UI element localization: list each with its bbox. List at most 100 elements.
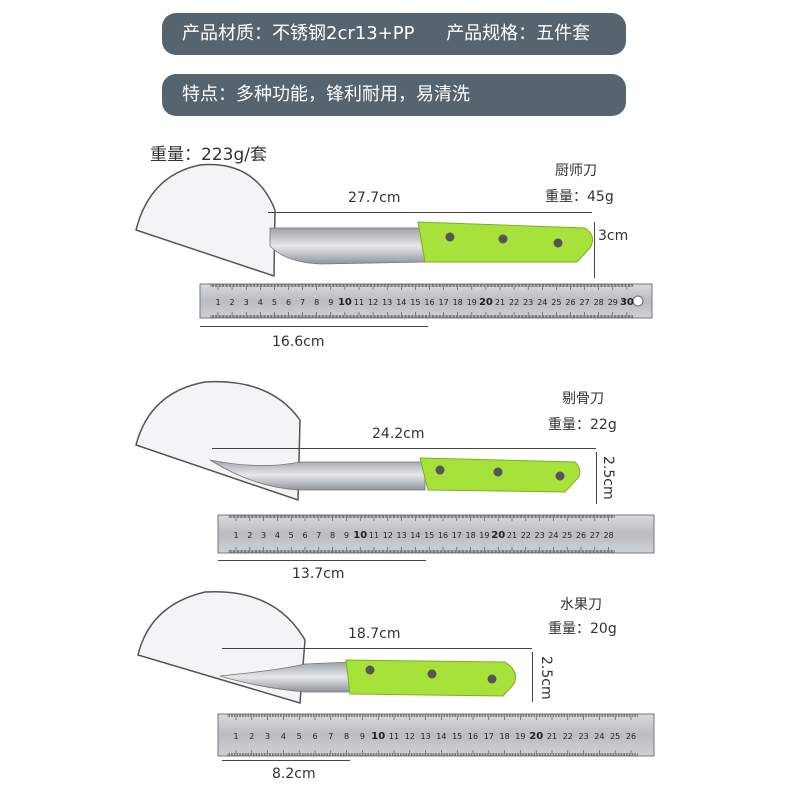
spec-banner: 产品材质：不锈钢2cr13+PP 产品规格：五件套 xyxy=(162,13,626,55)
ruler-1-number: 17 xyxy=(439,298,449,307)
ruler-2-number: 5 xyxy=(289,531,294,540)
ruler-1-number: 6 xyxy=(286,298,291,307)
ruler-2-number: 19 xyxy=(479,531,489,540)
knife-3 xyxy=(219,659,517,697)
ruler-3-number: 5 xyxy=(297,732,302,741)
ruler-1-number: 13 xyxy=(382,298,392,307)
knife-3-blade: 8.2cm xyxy=(272,766,316,782)
ruler-2-number: 15 xyxy=(424,531,434,540)
ruler-2-number: 8 xyxy=(330,531,335,540)
ruler-1-number: 14 xyxy=(396,298,406,307)
ruler-1-number: 11 xyxy=(354,298,364,307)
ruler-1-number: 24 xyxy=(537,298,547,307)
ruler-3-number: 13 xyxy=(421,732,431,741)
knife-2-weight: 重量：22g xyxy=(548,417,617,433)
ruler-3-number: 26 xyxy=(626,732,636,741)
ruler-3-number: 18 xyxy=(500,732,510,741)
ruler-3-number: 17 xyxy=(484,732,494,741)
ruler-1-number: 3 xyxy=(244,298,249,307)
knife-1-height-line xyxy=(594,222,595,278)
knife-1-length: 27.7cm xyxy=(348,190,401,206)
ruler-3-number: 4 xyxy=(281,732,286,741)
ruler-2-number: 9 xyxy=(344,531,349,540)
ruler-3-number: 12 xyxy=(405,732,415,741)
ruler-3-number: 20 xyxy=(529,731,543,742)
ruler-3 xyxy=(217,713,655,757)
ruler-2-number: 2 xyxy=(247,531,252,540)
ruler-2-number: 12 xyxy=(383,531,393,540)
ruler-3-number: 2 xyxy=(249,732,254,741)
ruler-3-number: 11 xyxy=(389,732,399,741)
ruler-1-number: 28 xyxy=(594,298,604,307)
knife-2-length: 24.2cm xyxy=(372,426,425,442)
ruler-2-number: 20 xyxy=(491,530,505,541)
ruler-1-number: 2 xyxy=(230,298,235,307)
ruler-1-number: 21 xyxy=(495,298,505,307)
ruler-1-number: 12 xyxy=(368,298,378,307)
ruler-2-number: 24 xyxy=(548,531,558,540)
features-banner: 特点：多种功能，锋利耐用，易清洗 xyxy=(162,74,626,116)
ruler-2-number: 3 xyxy=(261,531,266,540)
ruler-1-number: 25 xyxy=(551,298,561,307)
knife-1-blade-line xyxy=(200,326,428,327)
knife-1 xyxy=(269,221,594,265)
ruler-1-number: 23 xyxy=(523,298,533,307)
ruler-3-number: 23 xyxy=(579,732,589,741)
ruler-1 xyxy=(199,283,653,319)
knife-1-height: 3cm xyxy=(598,228,629,244)
features-text: 特点：多种功能，锋利耐用，易清洗 xyxy=(182,84,470,105)
knife-3-length: 18.7cm xyxy=(348,626,401,642)
ruler-2-number: 16 xyxy=(438,531,448,540)
knife-1-blade: 16.6cm xyxy=(272,334,325,350)
ruler-1-number: 27 xyxy=(580,298,590,307)
ruler-2-number: 18 xyxy=(466,531,476,540)
ruler-3-number: 3 xyxy=(265,732,270,741)
ruler-2-number: 10 xyxy=(353,530,367,541)
ruler-1-number: 18 xyxy=(453,298,463,307)
knife-3-height-line xyxy=(532,652,533,702)
ruler-3-number: 7 xyxy=(328,732,333,741)
ruler-3-number: 10 xyxy=(371,731,385,742)
ruler-2-number: 1 xyxy=(233,531,238,540)
ruler-1-number: 15 xyxy=(410,298,420,307)
ruler-2-number: 28 xyxy=(604,531,614,540)
ruler-1-number: 4 xyxy=(258,298,263,307)
ruler-3-number: 16 xyxy=(468,732,478,741)
knife-3-length-line xyxy=(222,648,532,649)
ruler-3-number: 15 xyxy=(452,732,462,741)
knife-3-height: 2.5cm xyxy=(538,656,554,700)
ruler-1-number: 19 xyxy=(467,298,477,307)
ruler-3-number: 21 xyxy=(547,732,557,741)
ruler-1-number: 30 xyxy=(620,297,634,308)
ruler-1-number: 20 xyxy=(479,297,493,308)
ruler-3-number: 1 xyxy=(233,732,238,741)
ruler-2-number: 26 xyxy=(576,531,586,540)
ruler-1-number: 8 xyxy=(314,298,319,307)
protractor-1 xyxy=(135,163,276,278)
ruler-2-number: 13 xyxy=(397,531,407,540)
ruler-1-number: 10 xyxy=(338,297,352,308)
spec-text: 产品规格：五件套 xyxy=(446,23,591,44)
ruler-2-number: 6 xyxy=(302,531,307,540)
knife-2-height-line xyxy=(596,452,597,504)
knife-2-height: 2.5cm xyxy=(600,456,616,500)
knife-2-blade-line xyxy=(218,560,426,561)
total-weight: 重量：223g/套 xyxy=(150,145,267,165)
knife-1-length-line xyxy=(268,212,592,213)
knife-3-blade-line xyxy=(222,760,350,761)
knife-3-name: 水果刀 xyxy=(560,597,602,613)
ruler-1-number: 7 xyxy=(300,298,305,307)
knife-2-length-line xyxy=(212,448,596,449)
ruler-1-number: 22 xyxy=(509,298,519,307)
ruler-1-number: 9 xyxy=(328,298,333,307)
ruler-2-number: 17 xyxy=(452,531,462,540)
ruler-1-number: 16 xyxy=(424,298,434,307)
knife-1-name: 厨师刀 xyxy=(555,163,597,179)
ruler-1-number: 5 xyxy=(272,298,277,307)
material-text: 产品材质：不锈钢2cr13+PP xyxy=(182,23,415,44)
ruler-1-number: 1 xyxy=(215,298,220,307)
knife-2-blade: 13.7cm xyxy=(292,566,345,582)
ruler-2-number: 27 xyxy=(590,531,600,540)
ruler-2-number: 22 xyxy=(521,531,531,540)
